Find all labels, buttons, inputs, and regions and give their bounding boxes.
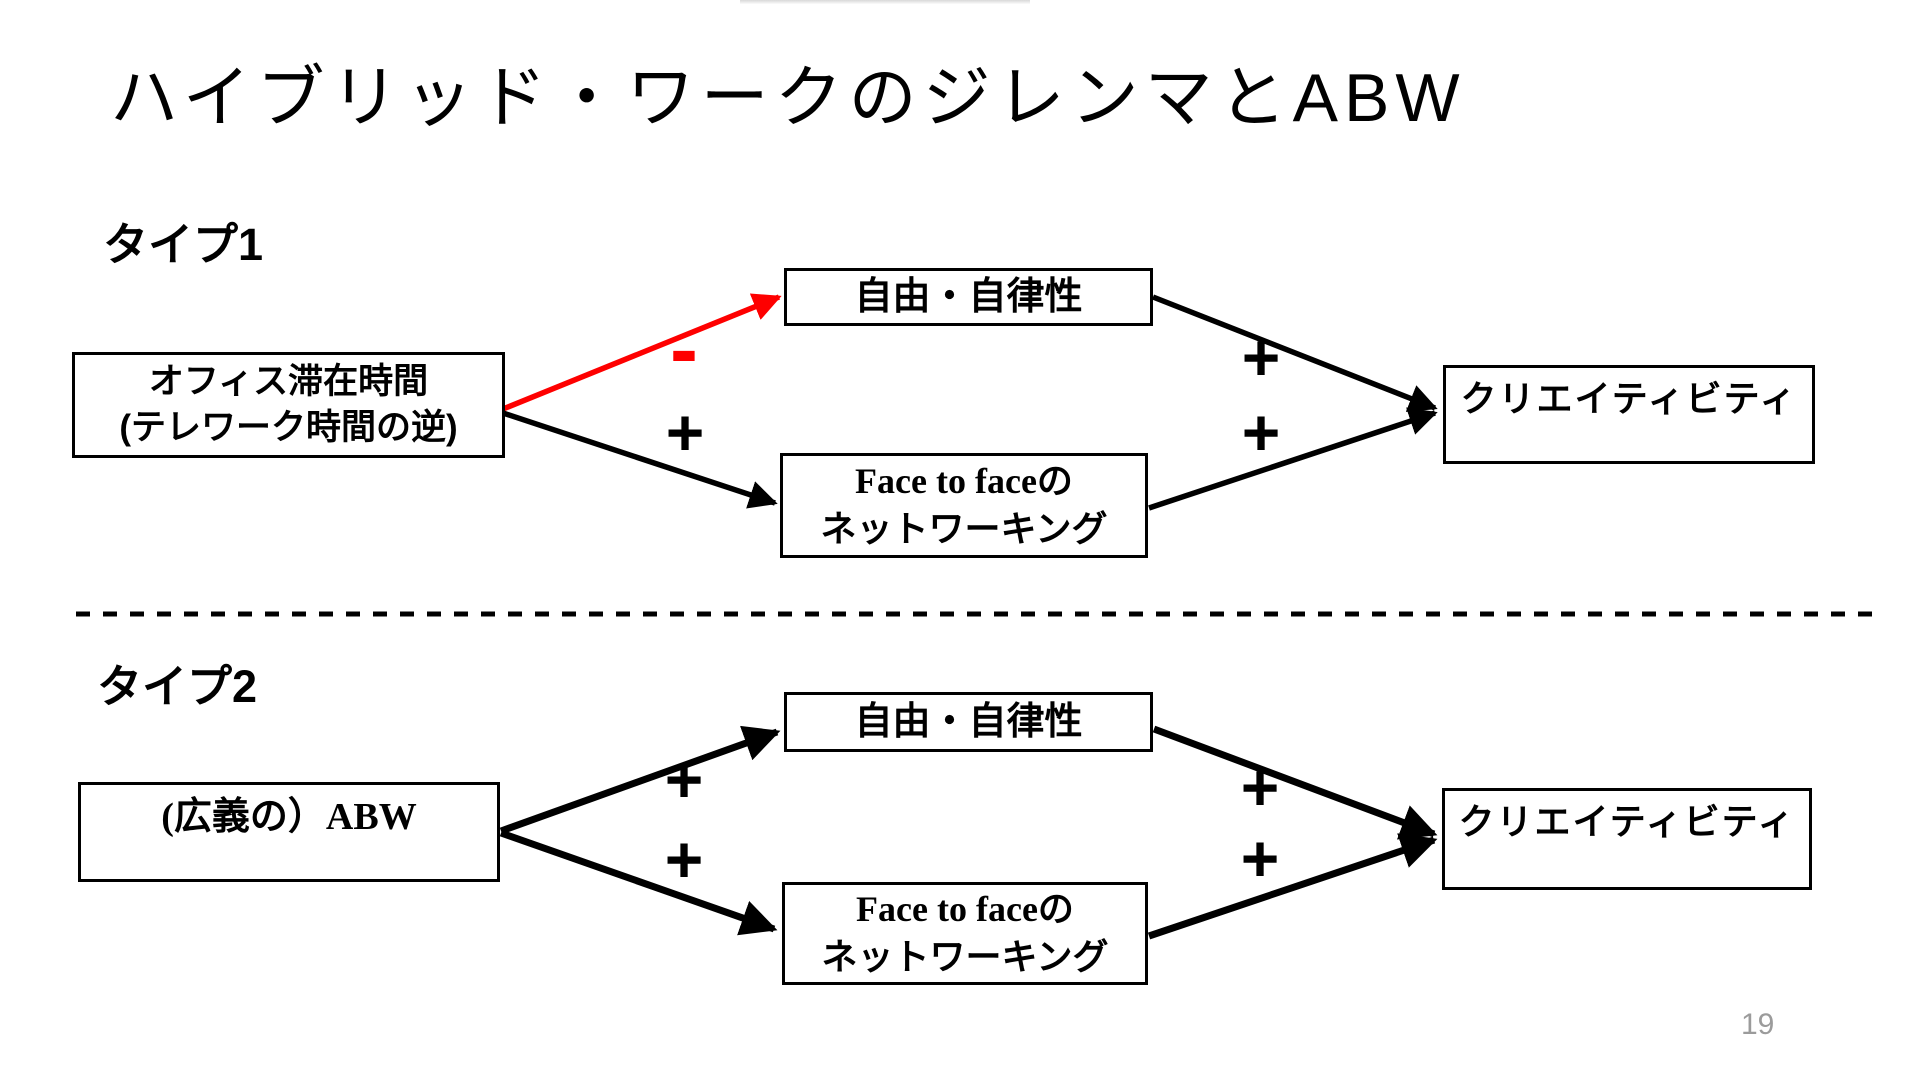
type2-arrow-networking-to-creativity <box>1147 833 1438 940</box>
type2-arrow-autonomy-to-creativity <box>1152 725 1438 840</box>
type2-arrow-abw-to-autonomy <box>499 725 781 835</box>
type2-node-abw-label: (広義の）ABW <box>161 796 417 838</box>
type2-node-creativity-label: クリエイティビティ <box>1458 801 1796 842</box>
type1-node-office-time-line1: オフィス滞在時間 <box>148 361 429 401</box>
type2-node-networking: Face to faceの ネットワーキング <box>782 882 1148 985</box>
type1-node-autonomy-label: 自由・自律性 <box>854 275 1083 318</box>
type1-arrow-networking-to-creativity <box>1148 407 1438 511</box>
type1-node-office-time: オフィス滞在時間 (テレワーク時間の逆) <box>72 352 505 458</box>
type1-arrow-autonomy-to-creativity <box>1151 294 1438 412</box>
type1-node-autonomy: 自由・自律性 <box>784 268 1153 326</box>
type2-sign-positive-lower-left: + <box>664 822 704 896</box>
type2-node-networking-line2: ネットワーキング <box>821 936 1109 977</box>
type1-arrow-source-to-autonomy <box>501 293 782 412</box>
type1-label: タイプ1 <box>103 219 264 270</box>
type2-node-creativity: クリエイティビティ <box>1442 788 1812 890</box>
type1-sign-negative: - <box>670 302 698 396</box>
type2-sign-positive-upper-right: + <box>1240 750 1280 824</box>
type2-arrow-abw-to-networking <box>499 829 778 936</box>
type1-arrow-source-to-networking <box>502 410 778 509</box>
type1-node-networking: Face to faceの ネットワーキング <box>780 453 1148 558</box>
page-number: 19 <box>1741 1008 1775 1041</box>
type1-node-creativity-label: クリエイティビティ <box>1460 378 1798 419</box>
type2-label: タイプ2 <box>97 661 258 712</box>
slide-title: ハイブリッド・ワークのジレンマとABW <box>110 60 1466 136</box>
type1-node-networking-line1: Face to faceの <box>855 460 1073 501</box>
type2-node-autonomy: 自由・自律性 <box>784 692 1153 752</box>
type1-node-office-time-line2: (テレワーク時間の逆) <box>119 408 458 447</box>
type2-sign-positive-upper-left: + <box>664 742 704 816</box>
type1-node-creativity: クリエイティビティ <box>1443 365 1815 464</box>
type2-node-abw: (広義の）ABW <box>78 782 500 882</box>
type2-sign-positive-lower-right: + <box>1240 821 1280 895</box>
type1-node-networking-line2: ネットワーキング <box>820 508 1108 549</box>
type1-sign-positive-upper-right: + <box>1241 320 1281 394</box>
type1-sign-positive-lower-right: + <box>1241 395 1281 469</box>
type2-node-networking-line1: Face to faceの <box>856 888 1074 929</box>
type2-node-autonomy-label: 自由・自律性 <box>854 700 1083 743</box>
top-edge-artifact <box>740 0 1030 4</box>
type1-sign-positive-lower-left: + <box>665 395 705 469</box>
